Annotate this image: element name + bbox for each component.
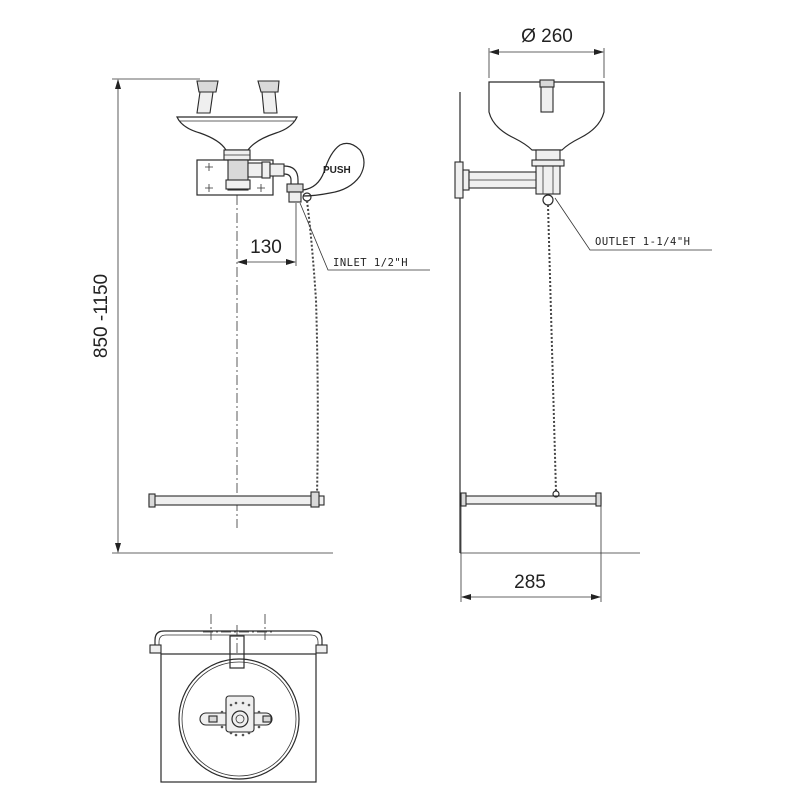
side-view: Ø 260 OUTLET 1-1/4"H (454, 26, 712, 602)
ball-valve (247, 161, 304, 203)
push-handle: PUSH (302, 142, 365, 202)
foot-treadle-side (460, 490, 602, 507)
front-view: 850 -1150 (91, 78, 430, 554)
bowl-outline-top (160, 653, 317, 783)
offset-dimension: 130 (237, 203, 297, 266)
pull-chain-side (547, 204, 557, 493)
wall-bracket (454, 161, 537, 199)
top-view (149, 614, 328, 783)
outlet-callout: OUTLET 1-1/4"H (554, 197, 712, 251)
treadle-frame-top (154, 630, 323, 652)
push-label: PUSH (323, 165, 351, 176)
eyewash-nozzle-right (257, 80, 280, 114)
outlet-label: OUTLET 1-1/4"H (595, 236, 691, 248)
height-dimension: 850 -1150 (91, 78, 333, 554)
foot-treadle-front (148, 491, 325, 508)
pull-chain-front (306, 200, 319, 496)
base-width-dimension: 285 (460, 506, 602, 602)
bowl-diameter-label: Ø 260 (521, 26, 573, 47)
eyewash-nozzle-left (196, 80, 219, 114)
inlet-callout: INLET 1/2"H (299, 202, 430, 271)
eyewash-bowl-front (176, 116, 298, 151)
height-dimension-label: 850 -1150 (91, 274, 112, 358)
inlet-label: INLET 1/2"H (333, 257, 408, 269)
offset-dimension-label: 130 (250, 237, 282, 258)
bowl-rim-top (178, 658, 300, 780)
base-width-label: 285 (514, 572, 546, 593)
eyewash-bowl-side (488, 81, 605, 151)
bowl-diameter-dimension: Ø 260 (488, 26, 605, 78)
